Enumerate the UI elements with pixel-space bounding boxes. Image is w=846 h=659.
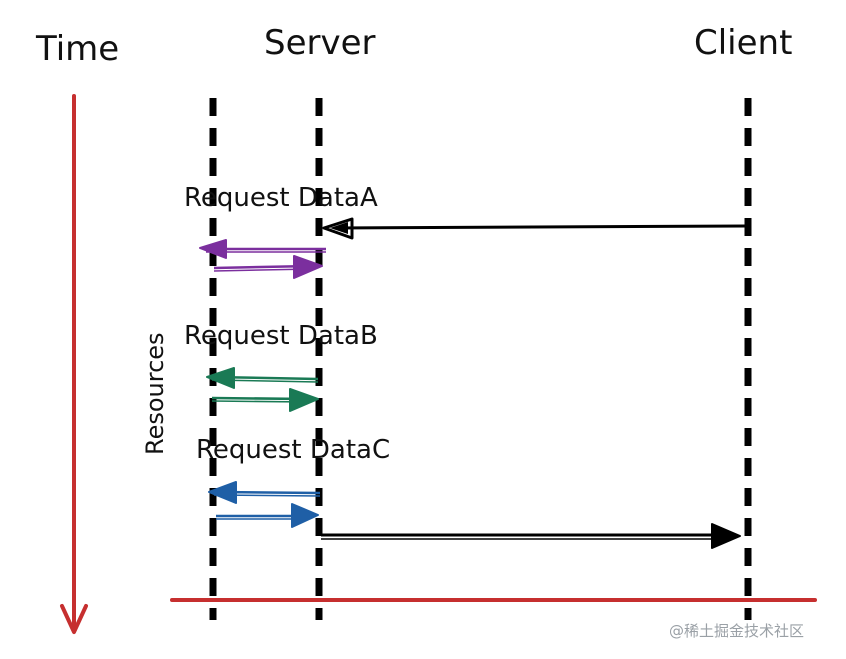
resources-label: Resources [141, 332, 169, 455]
request-label-c: Request DataC [196, 435, 390, 465]
time-label: Time [35, 29, 119, 69]
time-axis-arrow [60, 94, 88, 634]
request-label-b: Request DataB [184, 321, 378, 351]
server-to-client-arrow [321, 523, 741, 549]
server-label: Server [264, 23, 376, 63]
request-label-a: Request DataA [184, 183, 378, 213]
request-c-arrows [208, 481, 321, 528]
watermark: @稀土掘金技术社区 [669, 622, 804, 640]
request-b-arrows [206, 367, 319, 412]
request-a-arrows [199, 239, 326, 279]
client-label: Client [694, 23, 792, 63]
client-to-server-arrow [322, 217, 747, 240]
